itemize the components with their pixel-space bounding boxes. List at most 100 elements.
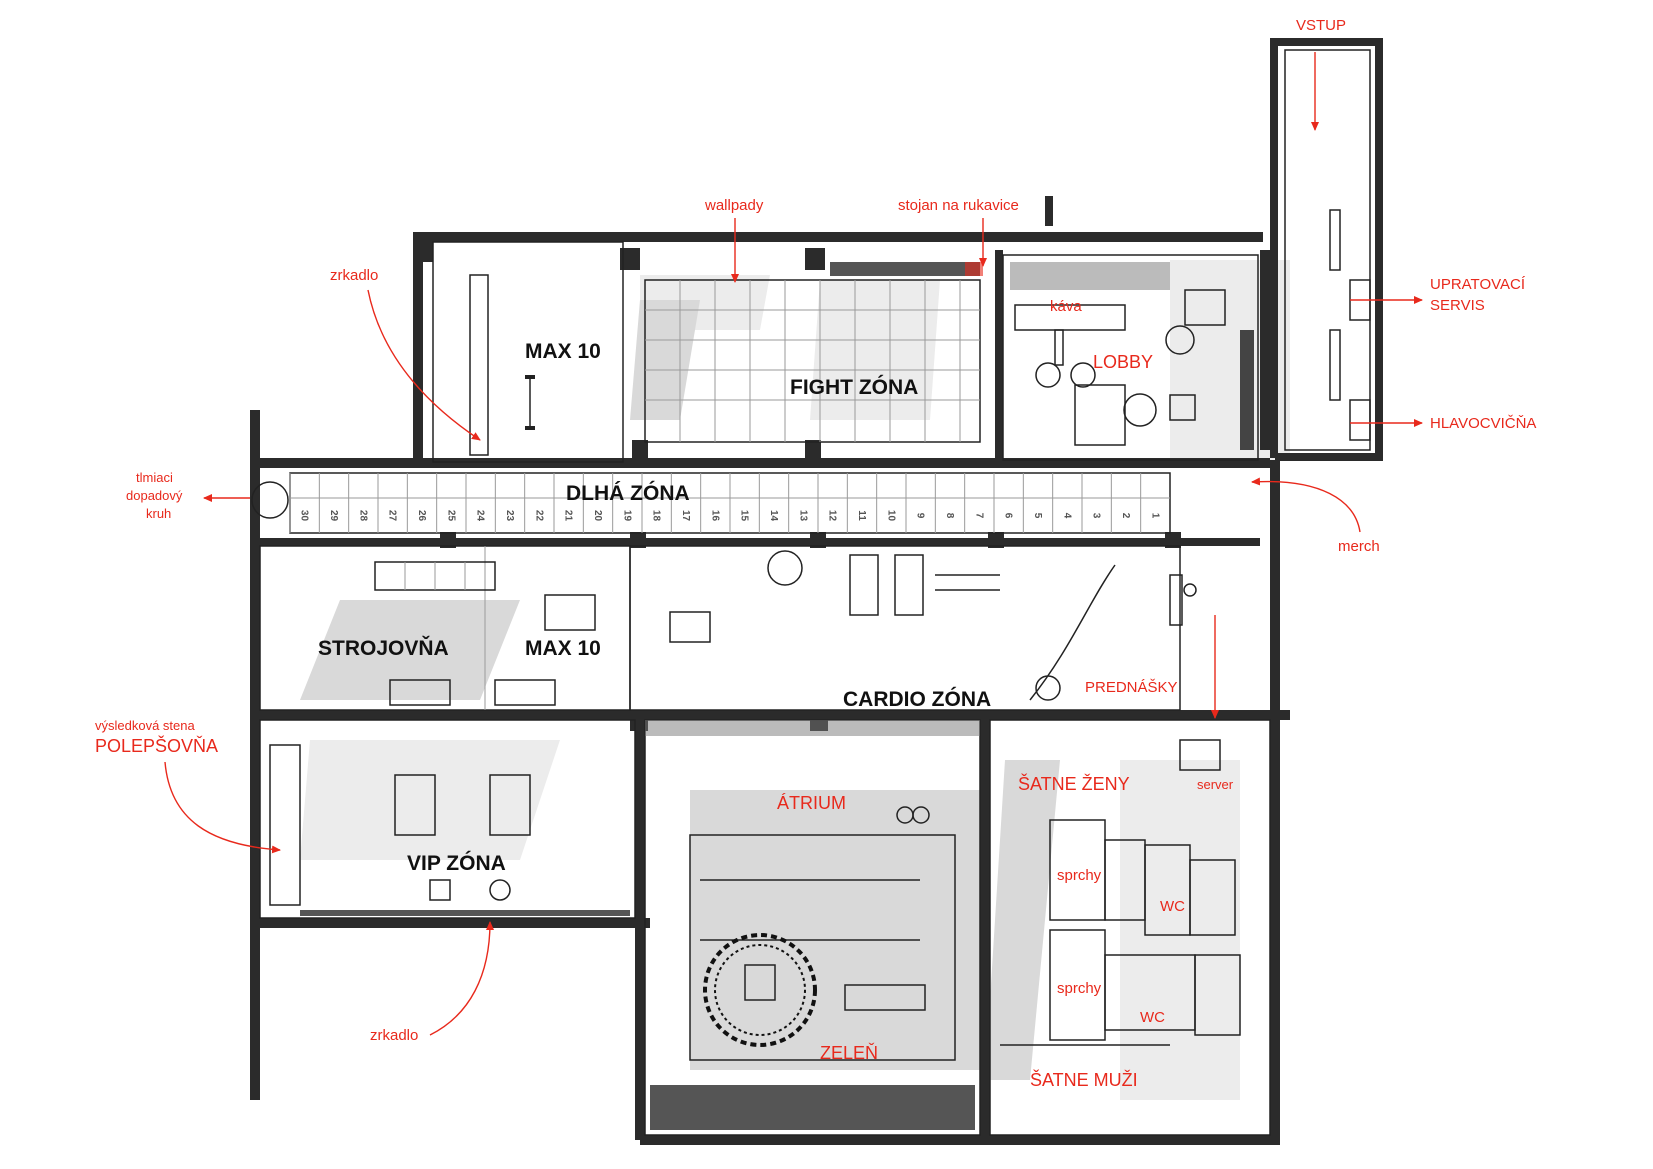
room-labels: káva LOBBY ÁTRIUM ZELEŇ ŠATNE ŽENY ŠATNE… [777,298,1234,1090]
mirror [469,274,489,456]
wall-mid [250,710,1290,720]
track-number: 30 [299,510,310,522]
lobby-furniture [1002,254,1259,461]
leader-zrkadlo-top [367,289,481,441]
pillar [988,532,1004,548]
entry-corridor [1284,49,1371,451]
annotations: VSTUP wallpady stojan na rukavice zrkadl… [95,17,1536,1044]
track-number: 25 [445,510,456,522]
track-number: 15 [739,510,750,522]
track-number: 16 [709,510,720,522]
track-number: 6 [1003,513,1014,519]
zone-label-max10-bottom: MAX 10 [525,637,601,660]
pillar [632,440,648,458]
fight-zone-mats [644,262,983,443]
machine [494,679,556,706]
track-number: 14 [768,510,779,522]
track-number: 20 [592,510,603,522]
landing-ring [251,481,289,519]
room-label-kava: káva [1050,298,1082,315]
cardio-equipment [629,545,1197,711]
track-number: 2 [1120,513,1131,519]
leader-polepsovna [164,761,281,854]
room-label-zelen: ZELEŇ [820,1043,878,1063]
wall-max10-left [413,232,423,462]
track-number: 27 [387,510,398,522]
wall-bottom [640,1135,1280,1145]
wall-right-mid [1270,460,1280,730]
machine [489,774,531,836]
vip-zone-equipment [259,719,636,919]
annotation-tlmiaci-1: tlmiaci [136,470,173,485]
track-number: 10 [885,510,896,522]
annotation-wallpady: wallpady [704,197,764,214]
pillar [1165,532,1181,548]
treadmill [849,554,879,616]
annotation-zrkadlo-top: zrkadlo [330,267,378,284]
annotation-hlavocvicna: HLAVOCVIČŇA [1430,415,1536,432]
track-number: 28 [357,510,368,522]
annotation-upratovaci-2: SERVIS [1430,297,1485,314]
track-number: 19 [621,510,632,522]
hedge [645,720,980,736]
result-wall [269,744,301,906]
zone-label-vip: VIP ZÓNA [407,851,506,875]
zone-label-cardio: CARDIO ZÓNA [843,687,991,711]
machine [389,679,451,706]
annotation-stojan: stojan na rukavice [898,197,1019,214]
leader-zrkadlo-bottom [429,921,494,1036]
track-number: 9 [915,513,926,519]
annotation-tlmiaci-3: kruh [146,506,171,521]
track-number: 26 [416,510,427,522]
track-number: 21 [563,510,574,522]
annotation-zrkadlo-bottom: zrkadlo [370,1027,418,1044]
annotation-polepsovna: POLEPŠOVŇA [95,735,218,756]
annotation-merch: merch [1338,538,1380,555]
room-label-sprchy-2: sprchy [1057,980,1102,997]
merch-wall [1240,330,1254,450]
wall-stub [1045,196,1053,226]
squat-rack [544,594,596,631]
track-number: 3 [1091,513,1102,519]
pillar [810,532,826,548]
wall-atrium-right [980,720,990,1140]
zone-label-strojovna: STROJOVŇA [318,636,449,660]
track-number: 24 [475,510,486,522]
track-number: 22 [533,510,544,522]
zone-label-fight: FIGHT ZÓNA [790,375,918,399]
wall-lobby-left [995,250,1003,465]
wall-vip-bottom [250,918,650,928]
wallpad-strip [830,262,980,276]
pillar [440,532,456,548]
locker-rooms [989,719,1271,1136]
wall-entry-right [1375,38,1383,458]
leader-merch [1251,477,1361,533]
mirror-strip [300,910,630,916]
server-room [1179,739,1221,771]
zone-label-dlha: DLHÁ ZÓNA [566,481,690,505]
track-number: 4 [1061,513,1072,519]
track-number: 17 [680,510,691,522]
wall-lobby-right [1260,250,1270,450]
machine [394,774,436,836]
coffee-counter [1010,262,1170,290]
track-number: 23 [504,510,515,522]
room-label-prednasky: PREDNÁŠKY [1085,679,1178,696]
pillar [805,440,821,458]
box [669,611,711,643]
round-mat [767,550,803,586]
track-number: 29 [328,510,339,522]
track-number: 5 [1032,513,1043,519]
annotation-upratovaci-1: UPRATOVACÍ [1430,276,1526,293]
wall-outer-right [1270,730,1280,1140]
track-number: 11 [856,510,867,521]
track-number: 18 [651,510,662,522]
room-label-wc-1: WC [1160,898,1185,915]
treadmill [894,554,924,616]
annotation-tlmiaci-2: dopadový [126,488,183,503]
pillar [805,248,825,270]
wall-entry-bottom [1275,453,1383,461]
track-number: 13 [797,510,808,522]
